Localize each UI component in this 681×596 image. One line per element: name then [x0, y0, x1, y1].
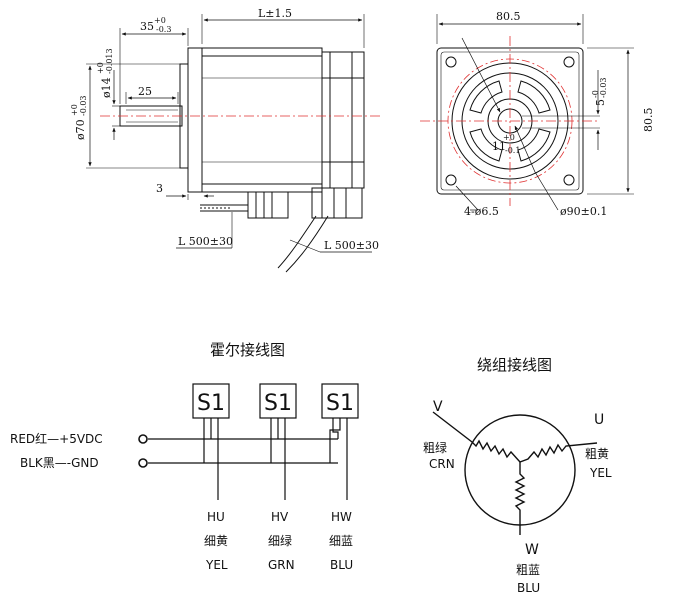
mount-holes-label: 4-ø6.5	[464, 205, 499, 218]
key-tol-top: -0	[591, 90, 600, 98]
length-label: L±1.5	[258, 7, 292, 20]
hall-v-cn: 细绿	[268, 533, 292, 548]
mount-hole	[445, 174, 457, 186]
hall-wiring-title: 霍尔接线图	[210, 341, 285, 359]
pcd-label: ø90±0.1	[560, 205, 607, 218]
side-view	[86, 14, 380, 273]
mount-hole	[563, 56, 575, 68]
shaft-size-tol-top: +0	[503, 133, 515, 142]
hall-w-en: BLU	[330, 558, 353, 572]
hall-cable-gland	[247, 191, 289, 219]
winding-diagram	[432, 411, 598, 535]
front-view	[420, 14, 634, 211]
vdc-label: RED红—+5VDC	[10, 431, 103, 446]
shaft-size-label: 11	[492, 140, 506, 153]
shaft-size-tol-bot: -0.1	[505, 146, 520, 155]
hall-w-code: HW	[331, 510, 352, 524]
key-tol-bot: -0.03	[599, 77, 608, 98]
hall-u-cn: 细黄	[204, 534, 228, 548]
winding-w-en: BLU	[517, 581, 540, 595]
mount-hole	[563, 174, 575, 186]
mount-hole	[445, 56, 457, 68]
hall-sensor-label-u: S1	[197, 391, 225, 416]
hall-wiring-diagram	[138, 383, 359, 500]
shaft-len-tol-top: +0	[154, 16, 166, 25]
front-width-label: 80.5	[496, 10, 521, 23]
power-cable-length: L 500±30	[324, 239, 379, 252]
winding-w-cn: 粗蓝	[516, 563, 540, 577]
pilot-dia-tol-bot: -0.03	[79, 95, 88, 116]
motor-rear-cover	[321, 51, 365, 189]
power-cable	[277, 215, 317, 269]
shaft-dia-label: ø14	[100, 77, 113, 98]
winding-u-cn: 粗黄	[585, 447, 609, 461]
winding-u-en: YEL	[589, 466, 612, 480]
winding-v-cn: 粗绿	[423, 440, 447, 455]
winding-w-code: W	[525, 542, 539, 558]
gnd-label: BLK黑—-GND	[20, 456, 99, 470]
hall-u-code: HU	[207, 510, 225, 524]
winding-v-en: CRN	[429, 457, 455, 471]
key-len-label: 25	[138, 85, 152, 98]
power-cable-gland	[311, 187, 363, 219]
hall-v-code: HV	[271, 510, 289, 524]
shaft-dia-tol-bot: -0.013	[105, 48, 114, 74]
key-width-label: 5	[594, 99, 607, 106]
motor-flange	[187, 47, 203, 193]
hall-v-en: GRN	[268, 558, 295, 572]
pilot-dia-label: ø70	[74, 119, 87, 140]
flange-thk-label: 3	[156, 182, 163, 195]
winding-u-code: U	[594, 412, 604, 428]
hall-cable-length: L 500±30	[178, 235, 233, 248]
winding-v-code: V	[433, 399, 443, 415]
shaft-len-label: 35	[140, 20, 154, 33]
shaft-len-tol-bot: -0.3	[156, 25, 171, 34]
hall-sensor-label-w: S1	[326, 391, 354, 416]
hall-w-cn: 细蓝	[329, 534, 353, 548]
hall-u-en: YEL	[205, 558, 228, 572]
front-height-label: 80.5	[642, 108, 655, 133]
winding-wiring-title: 绕组接线图	[477, 356, 552, 374]
hall-sensor-label-v: S1	[264, 391, 292, 416]
motor-body	[201, 47, 323, 193]
shaft-dia-tol-top: +0	[96, 62, 105, 74]
pilot-dia-tol-top: +0	[70, 104, 79, 116]
